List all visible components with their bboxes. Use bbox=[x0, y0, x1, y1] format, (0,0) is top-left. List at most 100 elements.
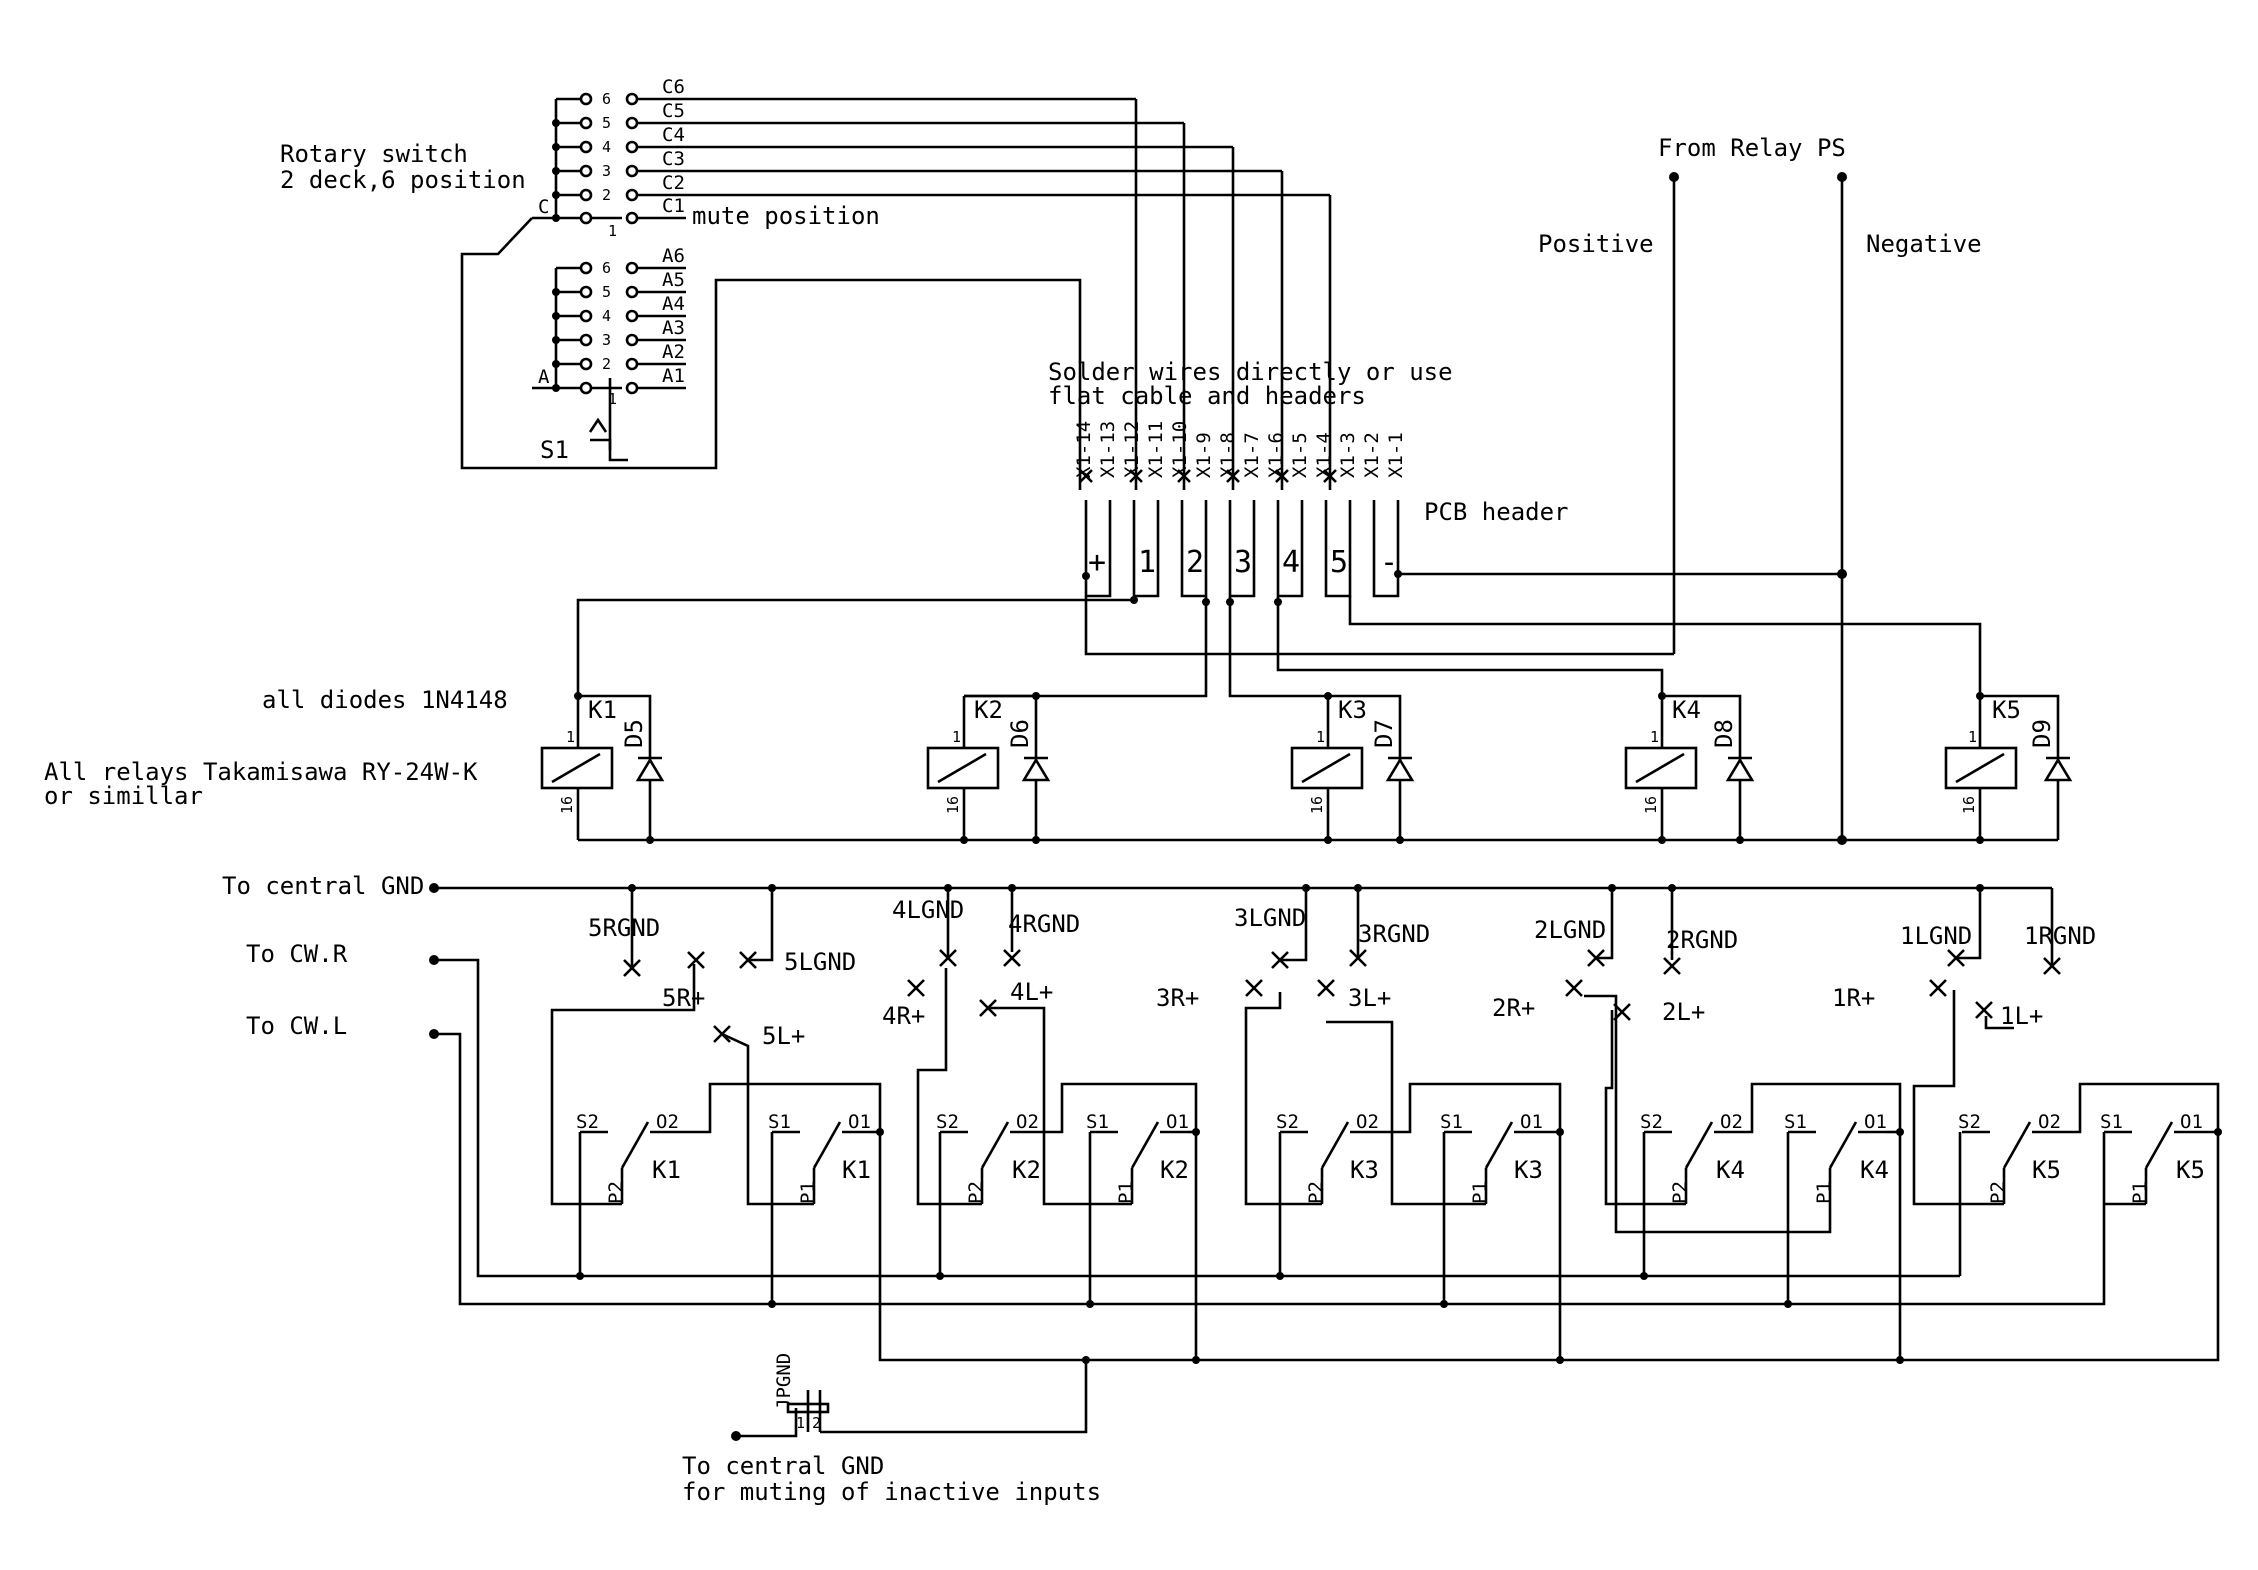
terminal-4rgnd: 4RGND bbox=[1008, 910, 1080, 938]
k2-pole-1: S1 O1 P1 K2 bbox=[1086, 1111, 1189, 1204]
k5-pin-1: 1 bbox=[1968, 728, 1977, 746]
k4-pole-2: S2 O2 P2 K4 bbox=[1640, 1111, 1745, 1204]
from-relay-ps-label: From Relay PS bbox=[1658, 134, 1846, 162]
k5-s1: S1 bbox=[2100, 1111, 2123, 1133]
k3-pin-16: 16 bbox=[1308, 796, 1326, 814]
k1-pole1-label: K1 bbox=[842, 1156, 871, 1184]
pin-x1-11: X1-11 bbox=[1145, 421, 1167, 478]
c1-label: C1 bbox=[662, 195, 685, 217]
deck-a-pos-6: 6 bbox=[602, 259, 611, 277]
k2-o2: O2 bbox=[1016, 1111, 1039, 1133]
deck-a-pos-3: 3 bbox=[602, 331, 611, 349]
header-minus: - bbox=[1380, 545, 1398, 580]
c5-label: C5 bbox=[662, 100, 685, 122]
terminal-3rplus: 3R+ bbox=[1156, 984, 1199, 1012]
c6-label: C6 bbox=[662, 76, 685, 98]
header-pin-labels: X1-14 X1-13 X1-12 X1-11 X1-10 X1-9 X1-8 … bbox=[1073, 421, 1407, 478]
cw-l-label: To CW.L bbox=[246, 1012, 347, 1040]
k1-o2: O2 bbox=[656, 1111, 679, 1133]
pin-x1-12: X1-12 bbox=[1121, 421, 1143, 478]
input-terminals: 5RGND 5LGND 5R+ 5L+ 4LGND 4RGND 4R+ 4L+ … bbox=[588, 896, 2096, 1050]
k5-pole1-label: K5 bbox=[2176, 1156, 2205, 1184]
d5-label: D5 bbox=[620, 719, 648, 748]
terminal-4lgnd: 4LGND bbox=[892, 896, 964, 924]
a5-label: A5 bbox=[662, 269, 685, 291]
k1-pin-1: 1 bbox=[566, 728, 575, 746]
k2-p1: P1 bbox=[1115, 1181, 1137, 1204]
terminal-5lplus: 5L+ bbox=[762, 1022, 805, 1050]
terminal-2rgnd: 2RGND bbox=[1666, 926, 1738, 954]
s1-label: S1 bbox=[540, 436, 569, 464]
deck-c-pos-2: 2 bbox=[602, 186, 611, 204]
header-sig-5: 5 bbox=[1330, 545, 1348, 580]
k4-pole2-label: K4 bbox=[1716, 1156, 1745, 1184]
relay-contacts: S2 O2 P2 K1 S1 O1 P1 K1 S2 O2 P2 K2 bbox=[576, 1111, 2205, 1204]
pin-x1-14: X1-14 bbox=[1073, 421, 1095, 478]
k5-pole-1: S1 O1 P1 K5 bbox=[2100, 1111, 2205, 1204]
terminal-3rgnd: 3RGND bbox=[1358, 920, 1430, 948]
deck-a: A 6 5 4 bbox=[532, 245, 686, 408]
k3-pole1-label: K3 bbox=[1514, 1156, 1543, 1184]
deck-c-label: C bbox=[538, 196, 549, 218]
d8-label: D8 bbox=[1710, 719, 1738, 748]
k1-pole-2: S2 O2 P2 K1 bbox=[576, 1111, 681, 1204]
jumper-note-2: for muting of inactive inputs bbox=[682, 1478, 1101, 1506]
k3-pole-1: S1 O1 P1 K3 bbox=[1440, 1111, 1543, 1204]
negative-label: Negative bbox=[1866, 230, 1982, 258]
coil-feed-wires bbox=[576, 569, 1982, 698]
central-gnd-label: To central GND bbox=[222, 872, 424, 900]
relays-note-1: All relays Takamisawa RY-24W-K bbox=[44, 758, 478, 786]
relay-coil-k1: K1 D5 1 16 bbox=[540, 692, 665, 844]
deck-c-pos-4: 4 bbox=[602, 138, 611, 156]
pin-x1-5: X1-5 bbox=[1289, 432, 1311, 478]
header-pins bbox=[1084, 500, 1400, 598]
k3-o1: O1 bbox=[1520, 1111, 1543, 1133]
k1-pole2-label: K1 bbox=[652, 1156, 681, 1184]
terminal-2lplus: 2L+ bbox=[1662, 998, 1705, 1026]
k2-pole-2: S2 O2 P2 K2 bbox=[936, 1111, 1041, 1204]
c3-label: C3 bbox=[662, 148, 685, 170]
k4-o2: O2 bbox=[1720, 1111, 1743, 1133]
deck-c-pos-5: 5 bbox=[602, 114, 611, 132]
power-input: From Relay PS Positive Negative bbox=[1538, 134, 1982, 838]
d7-label: D7 bbox=[1370, 719, 1398, 748]
terminal-2lgnd: 2LGND bbox=[1534, 916, 1606, 944]
terminal-5lgnd: 5LGND bbox=[784, 948, 856, 976]
pin-x1-10: X1-10 bbox=[1169, 421, 1191, 478]
cw-r-label: To CW.R bbox=[246, 940, 348, 968]
terminal-1rgnd: 1RGND bbox=[2024, 922, 2096, 950]
terminal-2rplus: 2R+ bbox=[1492, 994, 1535, 1022]
k4-p2: P2 bbox=[1669, 1181, 1691, 1204]
k1-s2: S2 bbox=[576, 1111, 599, 1133]
deck-a-pos-5: 5 bbox=[602, 283, 611, 301]
k3-s2: S2 bbox=[1276, 1111, 1299, 1133]
k3-pin-1: 1 bbox=[1316, 728, 1325, 746]
header-note-2: flat cable and headers bbox=[1048, 382, 1366, 410]
jpgnd-pin-1: 1 bbox=[796, 1414, 805, 1432]
pin-x1-9: X1-9 bbox=[1193, 432, 1215, 478]
k3-o2: O2 bbox=[1356, 1111, 1379, 1133]
header-note-1: Solder wires directly or use bbox=[1048, 358, 1453, 386]
pin-x1-7: X1-7 bbox=[1241, 432, 1263, 478]
k5-pole-2: S2 O2 P2 K5 bbox=[1958, 1111, 2061, 1204]
deck-a-pos-4: 4 bbox=[602, 307, 611, 325]
k4-pin-16: 16 bbox=[1642, 796, 1660, 814]
k4-s1: S1 bbox=[1784, 1111, 1807, 1133]
k5-coil-label: K5 bbox=[1992, 696, 2021, 724]
k5-o1: O1 bbox=[2180, 1111, 2203, 1133]
jumper-note-1: To central GND bbox=[682, 1452, 884, 1480]
k4-p1: P1 bbox=[1813, 1181, 1835, 1204]
k3-coil-label: K3 bbox=[1338, 696, 1367, 724]
relay-coil-k2: K2 D6 1 16 bbox=[926, 692, 1051, 844]
k1-pole-1: S1 O1 P1 K1 bbox=[768, 1111, 871, 1204]
deck-a-pos-1: 1 bbox=[608, 390, 617, 408]
terminal-1rplus: 1R+ bbox=[1832, 984, 1875, 1012]
deck-a-label: A bbox=[538, 366, 550, 388]
k3-pole-2: S2 O2 P2 K3 bbox=[1276, 1111, 1379, 1204]
k4-pole-1: S1 O1 P1 K4 bbox=[1784, 1111, 1889, 1204]
c4-label: C4 bbox=[662, 124, 685, 146]
k1-s1: S1 bbox=[768, 1111, 791, 1133]
k1-pin-16: 16 bbox=[558, 796, 576, 814]
terminal-1lplus: 1L+ bbox=[2000, 1002, 2043, 1030]
